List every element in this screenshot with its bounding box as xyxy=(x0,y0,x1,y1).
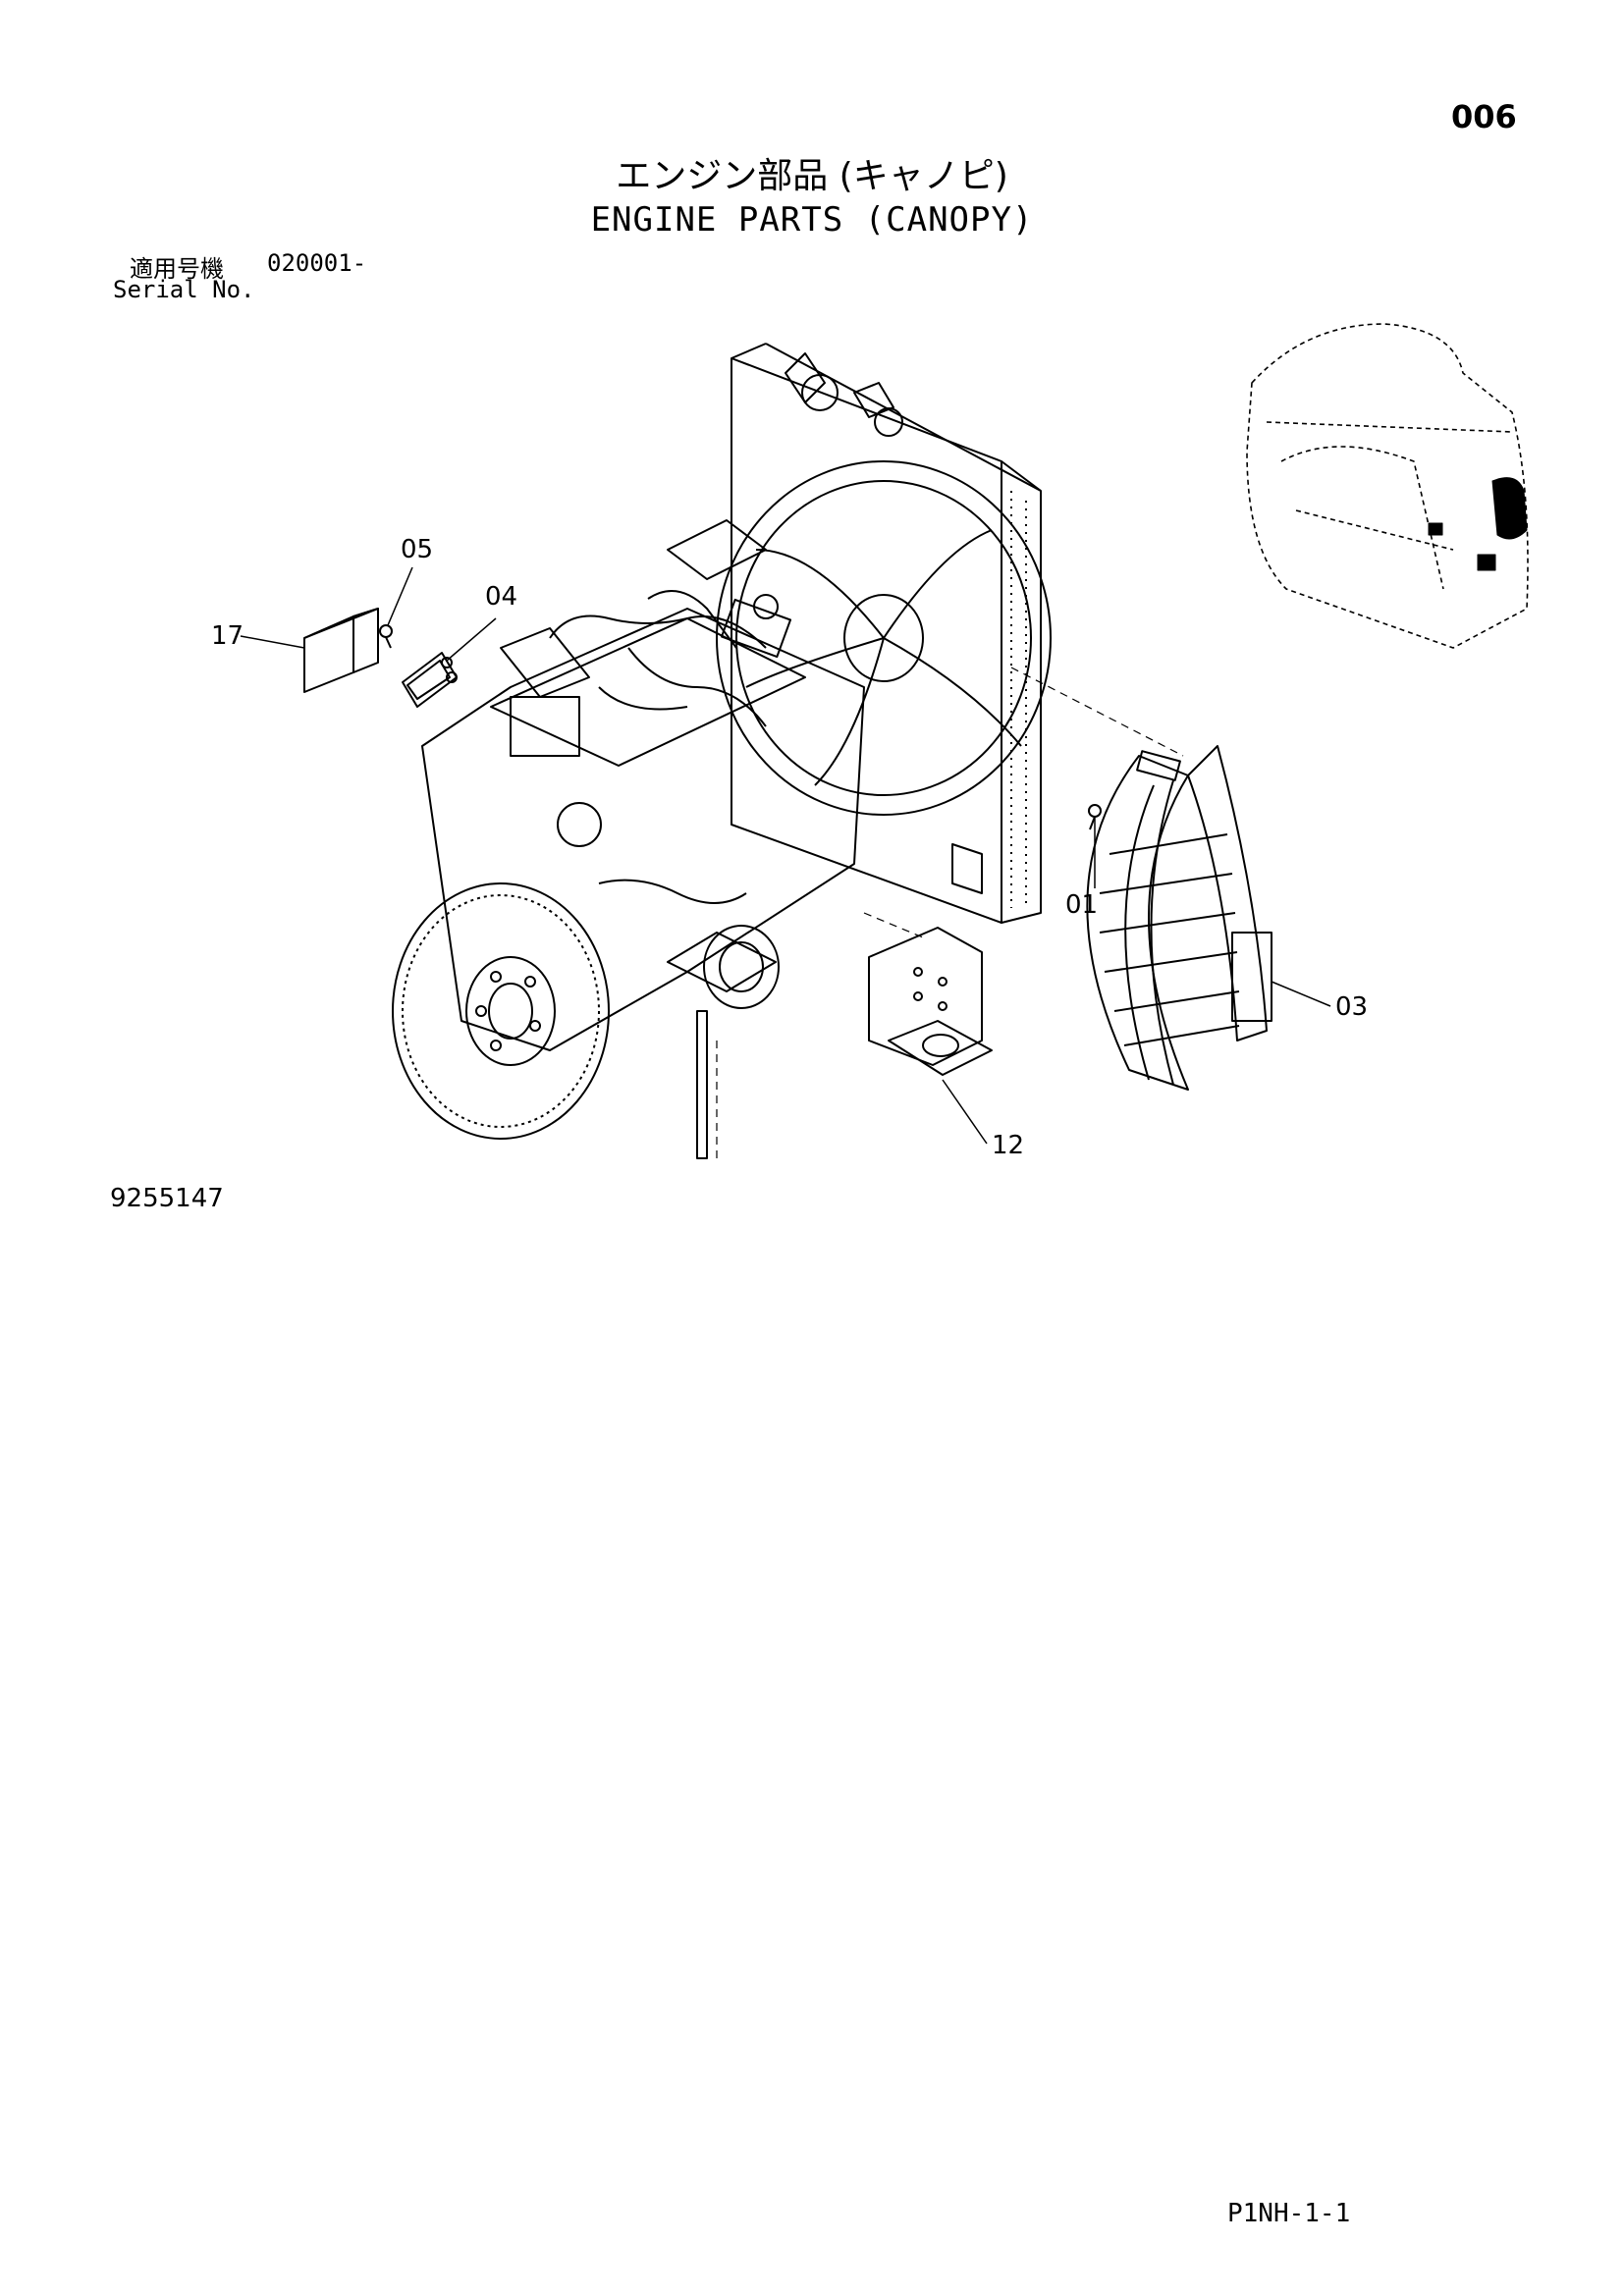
screw-05-illustration xyxy=(379,624,393,649)
leader-lines xyxy=(240,566,1331,1145)
serial-label-english: Serial No. xyxy=(113,276,255,303)
cover-plate-illustration xyxy=(303,608,379,693)
figure-number: 9255147 xyxy=(110,1184,224,1213)
callout-03: 03 xyxy=(1335,992,1368,1022)
assembly-dashed-lines xyxy=(716,667,1184,1158)
locator-highlight xyxy=(1428,477,1528,571)
gasket-plate-illustration xyxy=(402,652,458,708)
fan-guard-illustration xyxy=(1086,745,1272,1091)
callout-17: 17 xyxy=(211,621,244,651)
radiator-illustration xyxy=(731,343,1042,924)
page-title-japanese: エンジン部品 (キャノピ) xyxy=(616,156,1008,196)
machine-locator-illustration xyxy=(1246,323,1529,649)
exploded-parts-diagram: 05 04 17 01 03 12 xyxy=(211,323,1529,1160)
callout-12: 12 xyxy=(992,1131,1024,1160)
callout-04: 04 xyxy=(485,582,517,612)
callout-05: 05 xyxy=(401,535,433,564)
page-title-english: ENGINE PARTS (CANOPY) xyxy=(590,200,1034,240)
flywheel-illustration xyxy=(392,882,610,1140)
engine-illustration xyxy=(421,519,865,1159)
serial-number-value: 020001- xyxy=(267,249,367,277)
callout-01: 01 xyxy=(1065,890,1098,920)
page-number: 006 xyxy=(1451,98,1517,135)
serial-label-japanese: 適用号機 xyxy=(130,255,224,283)
fan-illustration xyxy=(716,460,1052,816)
page-code: P1NH-1-1 xyxy=(1227,2199,1351,2228)
engine-mount-bracket-illustration xyxy=(868,927,993,1076)
